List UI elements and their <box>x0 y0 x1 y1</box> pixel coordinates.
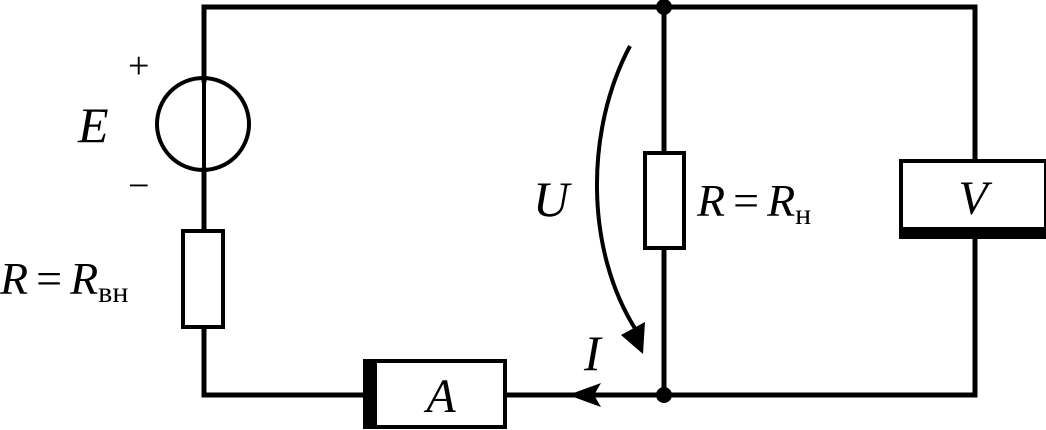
voltage-arrow-head <box>621 322 645 354</box>
load-resistor: R=Rн <box>643 151 811 250</box>
ammeter: A <box>363 359 507 429</box>
voltage-arrow: U <box>533 45 645 354</box>
junction-top <box>656 0 672 15</box>
load-r-symbol: R <box>696 175 725 226</box>
ammeter-bar <box>363 361 377 427</box>
internal-resistor-label: R=Rвн <box>0 253 128 309</box>
junction-bottom <box>656 387 672 403</box>
voltmeter-body <box>899 159 1046 239</box>
plus-sign: + <box>128 45 149 87</box>
internal-resistor-body <box>181 229 225 329</box>
current-label: I <box>583 325 603 381</box>
load-eq-sign: = <box>733 175 759 226</box>
internal-r2-symbol: R <box>69 253 98 304</box>
ammeter-label: A <box>423 370 456 423</box>
minus-sign: − <box>128 165 149 207</box>
voltmeter-bar <box>901 227 1046 239</box>
internal-r-subscript: вн <box>98 276 128 309</box>
internal-resistor: R=Rвн <box>0 229 225 329</box>
internal-r-symbol: R <box>0 253 28 304</box>
voltmeter-label: V <box>958 172 992 225</box>
current-arrow-head <box>568 383 601 407</box>
voltage-arrow-curve <box>595 45 638 332</box>
load-resistor-body <box>643 151 686 250</box>
internal-eq-sign: = <box>36 253 62 304</box>
emf-source: E + − <box>77 45 251 207</box>
load-r-subscript: н <box>795 198 811 231</box>
current-indicator: I <box>568 325 603 407</box>
load-r2-symbol: R <box>766 175 795 226</box>
voltmeter: V <box>899 159 1046 239</box>
voltage-label: U <box>533 171 572 227</box>
load-resistor-label: R=Rн <box>696 175 811 231</box>
emf-label: E <box>77 97 109 153</box>
